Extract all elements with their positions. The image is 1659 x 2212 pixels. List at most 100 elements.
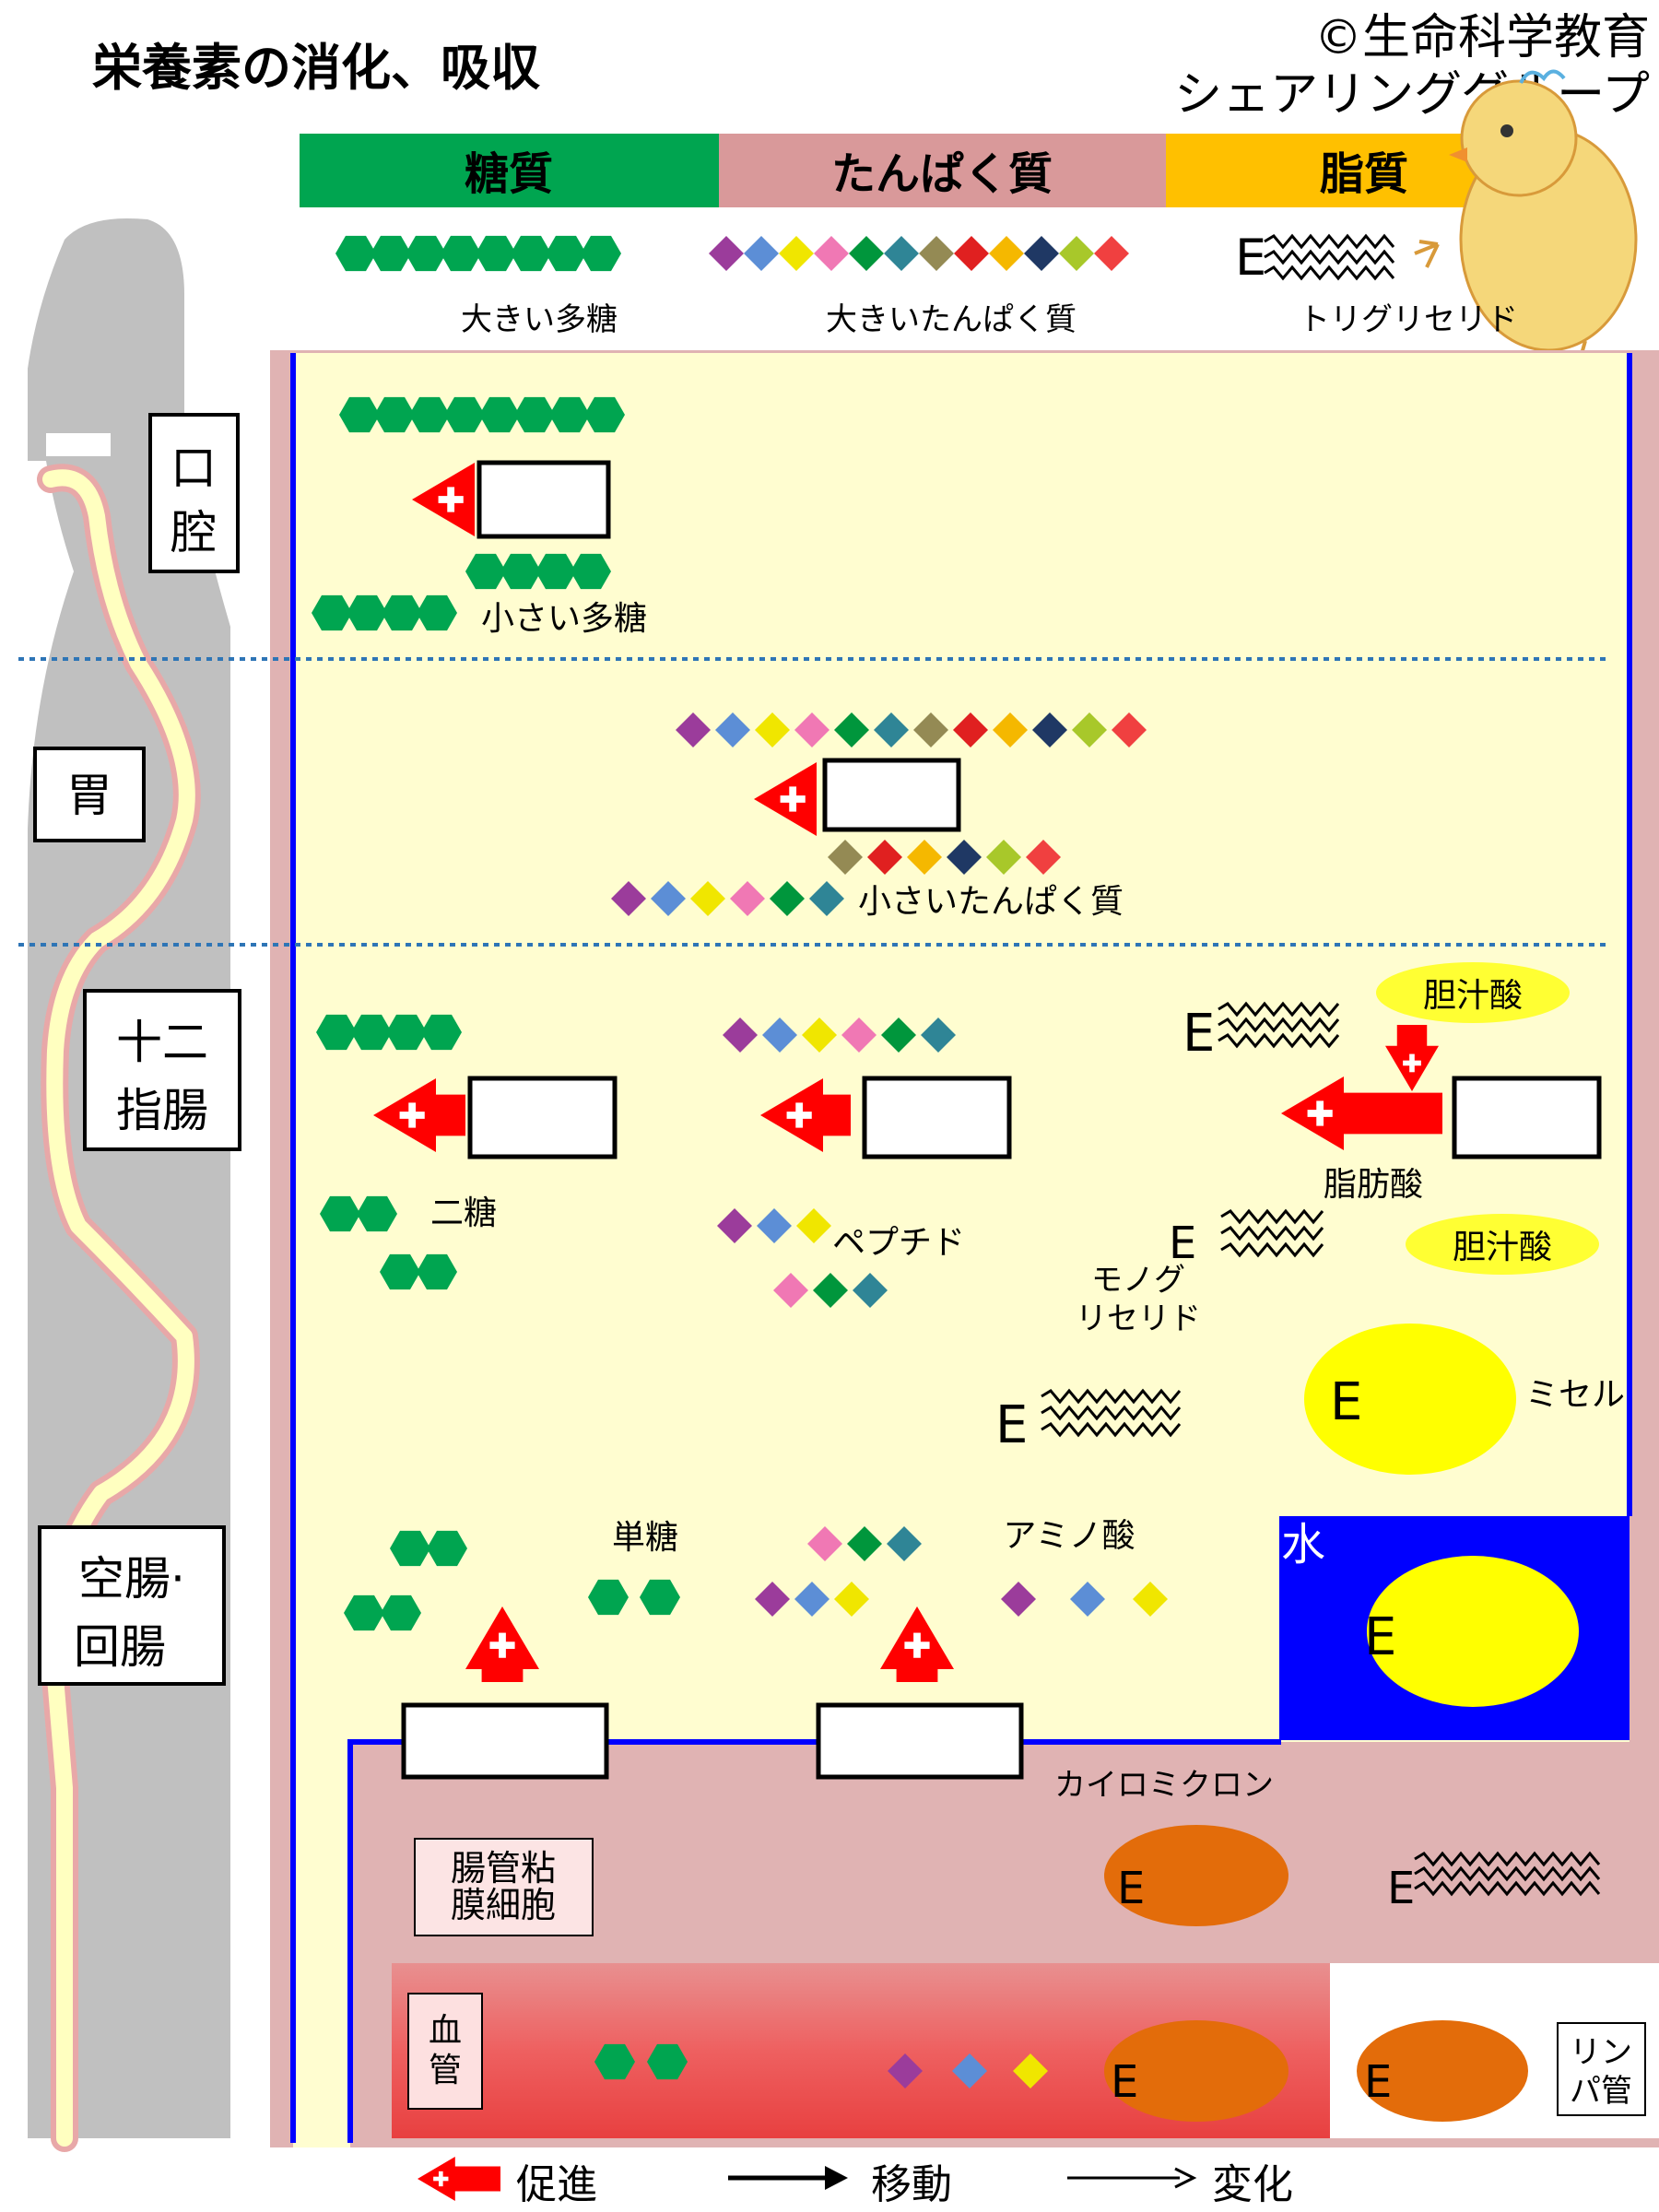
diamond-icon [993,712,1028,747]
ester-glyph: E [995,1395,1028,1455]
credit-line-2: シェアリンググループ [1174,67,1650,123]
enzyme-box-duo-carb [467,1076,618,1159]
diamond-icon [1024,236,1059,271]
diamond-icon [1001,1582,1036,1617]
plus-arrow-icon [373,1078,465,1152]
diamond-icon [874,712,909,747]
diamond-icon [757,1208,792,1243]
ester-glyph: E [1364,2056,1392,2108]
diamond-icon [1059,236,1094,271]
hexagon-icon [421,1014,462,1051]
chylomicron-label: カイロミクロン [1054,1767,1274,1804]
label-big-polysaccharide: 大きい多糖 [461,301,618,338]
key-legend: 促進 移動 変化 [418,2157,1293,2208]
hexagon-icon [374,396,415,433]
ester-glyph: E [1117,1863,1145,1914]
plus-arrow-icon [760,1078,851,1152]
hexagon-icon [594,2043,635,2080]
diamond-icon [1094,236,1129,271]
duodenum-label-1: 十二 [116,1016,208,1069]
protein-molecules [611,712,1168,2088]
zigzag-icon [1041,1405,1182,1421]
plus-arrow-icon [880,1606,954,1682]
ester-glyph: E [1182,1004,1215,1064]
hexagon-icon [511,235,551,272]
disaccharide-label: 二糖 [430,1194,497,1232]
zigzag-icon [1264,233,1395,281]
hexagon-icon [386,1014,427,1051]
hexagon-icon [549,396,590,433]
ester-glyph: E [1111,2056,1138,2108]
ester-glyph: E [1364,1607,1396,1667]
water-label: 水 [1281,1519,1325,1571]
diamond-icon [773,1273,808,1308]
peptide-label: ペプチド [832,1224,965,1262]
diamond-icon [809,881,844,916]
hexagon-icon [409,396,450,433]
diamond-icon [841,1018,877,1053]
organ-label-mouth: 口 腔 [148,413,240,573]
small-polysaccharide-label: 小さい多糖 [481,600,647,638]
zigzag-icon [1220,1225,1324,1241]
bile-acid-label-2: 胆汁酸 [1453,1229,1552,1266]
organ-label-jejunum: 空腸· 回腸 [38,1525,226,1686]
mouth-label-2: 腔 [171,506,217,559]
hexagon-icon [535,553,576,590]
diamond-icon [834,712,869,747]
micelle-ellipse-2 [1367,1556,1579,1707]
micelle-label: ミセル [1525,1376,1625,1414]
diamond-icon [1112,712,1147,747]
plus-arrow-icon [465,1606,539,1682]
monoglyceride-label-1: モノグ [1091,1262,1185,1299]
zigzag-icon [1220,1241,1324,1258]
diamond-icon [849,236,884,271]
hexagon-icon [584,396,625,433]
diamond-icon [796,1208,831,1243]
plus-arrow-icon [1385,1025,1439,1091]
ester-glyph: E [1387,1863,1415,1914]
chylomicron-ellipse-2 [1104,2020,1288,2122]
diamond-icon [888,2053,923,2088]
diamond-icon [881,1018,916,1053]
blood-label-1: 血 [429,2012,462,2050]
enzyme-box-duo-protein [862,1076,1012,1159]
triglyceride-glyph: E [1235,229,1266,287]
diamond-icon [676,712,711,747]
ester-glyph: E [1330,1372,1362,1432]
zigzag-icon [1041,1388,1182,1405]
micelle-ellipse-1 [1304,1324,1516,1475]
hexagon-icon [344,1594,384,1631]
big-polysaccharide-legend [335,235,621,272]
jejunum-label-1: 空腸· [78,1552,185,1606]
hexagon-icon [380,1253,420,1290]
diamond-icon [907,840,942,875]
organ-label-lymph: リン パ管 [1557,2022,1646,2116]
enzyme-box-mouth [477,460,611,539]
hexagon-icon [500,553,541,590]
diamond-icon [755,712,790,747]
diamond-icon [952,2053,987,2088]
diamond-icon [828,840,863,875]
diamond-icon [762,1018,797,1053]
diamond-icon [1026,840,1061,875]
hexagon-icon [465,553,506,590]
diamond-icon [651,881,686,916]
monoglyceride-label-2: リセリド [1076,1300,1201,1337]
key-promote-label: 促進 [516,2161,597,2208]
mouth-label-1: 口 [171,441,217,495]
promotion-arrows [373,463,1442,1682]
mucosa-label-1: 腸管粘 [451,1848,556,1888]
bile-acid-label-1: 胆汁酸 [1423,977,1523,1015]
diamond-icon [802,1018,837,1053]
diamond-icon [814,236,849,271]
hexagon-icon [546,235,586,272]
diamond-icon [715,712,750,747]
big-protein-legend [709,236,1129,271]
amino-acid-label: アミノ酸 [1003,1517,1135,1555]
triglyceride-legend: E [1235,229,1395,287]
category-header-bar: 糖質 たんぱく質 脂質 [300,134,1576,207]
small-protein-label: 小さいたんぱく質 [858,883,1124,921]
hexagon-icon [427,1530,467,1567]
plus-arrow-icon [1281,1077,1442,1150]
